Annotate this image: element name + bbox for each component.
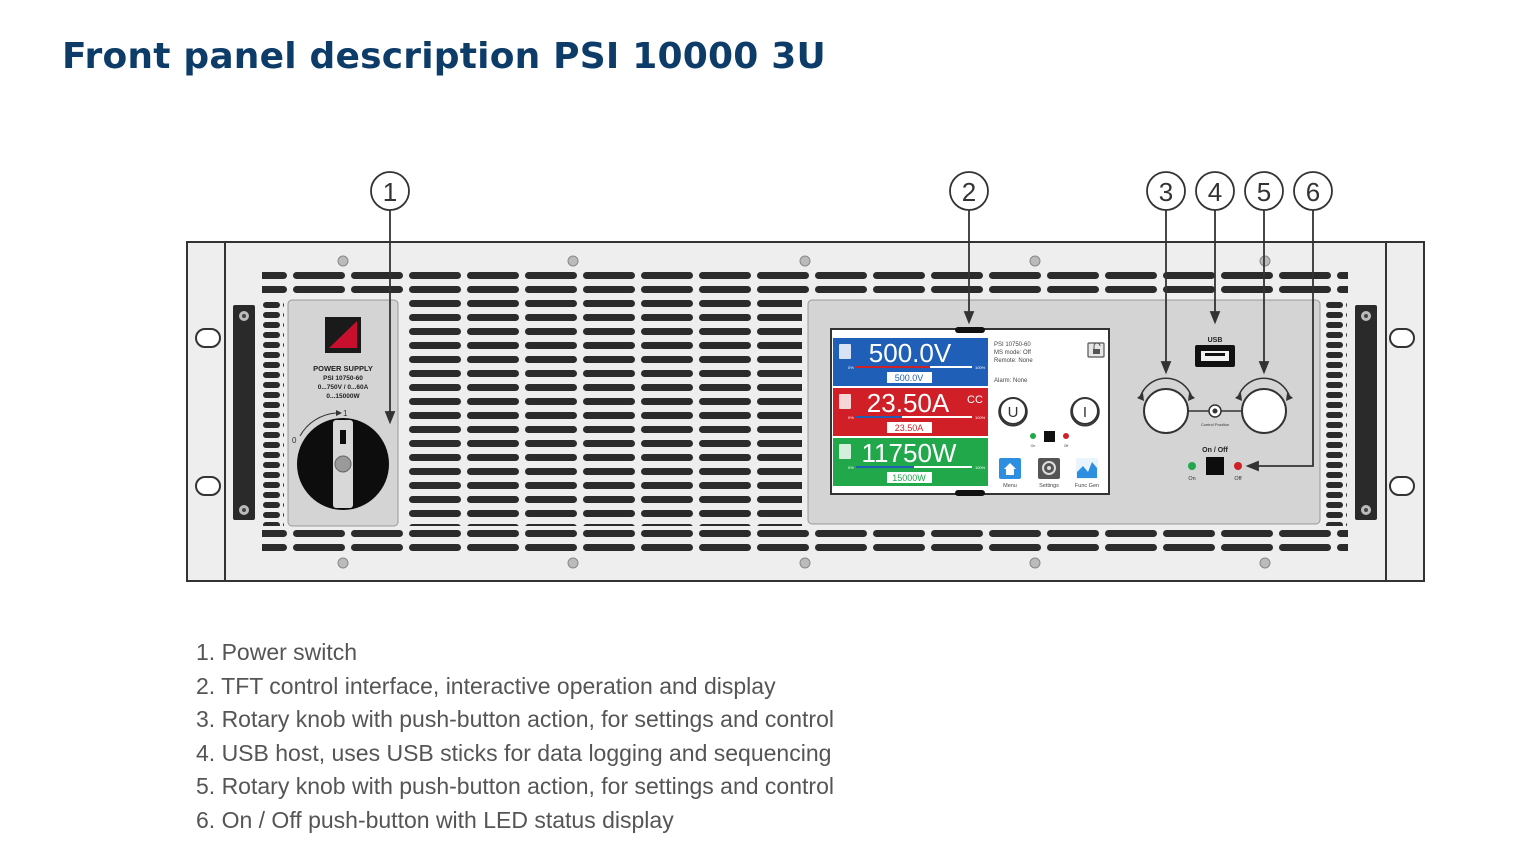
screws xyxy=(337,255,1271,569)
voltage-set: 500.0V xyxy=(895,373,924,383)
callout-1-label: 1 xyxy=(383,177,397,207)
callout-6-label: 6 xyxy=(1306,177,1320,207)
keypad-icon xyxy=(839,394,851,409)
callout-3: 3 xyxy=(1146,171,1186,211)
current-panel[interactable]: 23.50A CC 0% 100% 23.50A xyxy=(833,388,988,436)
rotary-knob-left[interactable] xyxy=(1137,377,1195,434)
info-ms-mode: MS mode: Off xyxy=(994,350,1031,356)
current-bar-min: 0% xyxy=(848,415,854,420)
vent-right xyxy=(1325,300,1347,526)
lock-icon[interactable] xyxy=(1087,342,1105,358)
display-led-on-label: On xyxy=(1031,444,1036,448)
legend-item: 2. TFT control interface, interactive op… xyxy=(196,672,776,699)
switch-off-mark: 0 xyxy=(292,436,297,445)
rack-handle-left xyxy=(233,305,255,520)
display-led-off xyxy=(1063,433,1069,439)
power-bar-min: 0% xyxy=(848,465,854,470)
callout-4-label: 4 xyxy=(1208,177,1222,207)
u-button-label: U xyxy=(1008,404,1019,421)
display-led-off-label: Off xyxy=(1064,444,1069,448)
led-off-label: Off xyxy=(1234,476,1242,482)
device-label-line-3: 0...750V / 0...60A xyxy=(318,384,369,391)
device-label-line-1: POWER SUPPLY xyxy=(313,364,373,373)
led-off xyxy=(1234,462,1242,470)
power-bar-max: 100% xyxy=(975,465,986,470)
mounting-slots xyxy=(195,328,1415,496)
usb-port[interactable] xyxy=(1195,345,1235,367)
usb-label: USB xyxy=(1208,337,1223,344)
callout-1: 1 xyxy=(370,171,410,211)
voltage-actual: 500.0V xyxy=(869,338,952,368)
u-button[interactable]: U xyxy=(998,397,1028,427)
vent-top xyxy=(262,270,1348,298)
current-bar-max: 100% xyxy=(975,415,986,420)
rotary-knob-right[interactable] xyxy=(1235,377,1293,434)
device-label-line-4: 0...15000W xyxy=(326,393,360,400)
func-gen-button[interactable]: Func Gen xyxy=(1075,458,1099,489)
callout-2: 2 xyxy=(949,171,989,211)
gear-icon xyxy=(1042,461,1056,475)
control-position-indicator xyxy=(1208,404,1222,418)
i-button[interactable]: I xyxy=(1070,397,1100,427)
legend-item: 4. USB host, uses USB sticks for data lo… xyxy=(196,739,832,766)
current-actual: 23.50A xyxy=(867,388,950,418)
callout-2-label: 2 xyxy=(962,177,976,207)
settings-label: Settings xyxy=(1039,483,1059,489)
func-gen-label: Func Gen xyxy=(1075,483,1099,489)
tft-display[interactable]: 500.0V 0% 100% 500.0V 23.50A CC 0% 100% … xyxy=(830,327,1110,496)
rack-handle-right xyxy=(1355,305,1377,520)
keypad-icon xyxy=(839,444,851,459)
led-on-label: On xyxy=(1188,476,1195,482)
power-switch[interactable] xyxy=(297,418,389,510)
power-panel[interactable]: 11750W 0% 100% 15000W xyxy=(833,438,988,486)
vent-left xyxy=(262,300,284,526)
vent-bottom xyxy=(262,528,1348,556)
settings-button[interactable]: Settings xyxy=(1038,458,1060,489)
info-alarm: Alarm: None xyxy=(994,378,1028,384)
voltage-panel[interactable]: 500.0V 0% 100% 500.0V xyxy=(833,338,988,386)
keypad-icon xyxy=(839,344,851,359)
voltage-bar-min: 0% xyxy=(848,365,854,370)
legend-list: 1. Power switch 2. TFT control interface… xyxy=(196,636,834,837)
menu-label: Menu xyxy=(1003,483,1017,489)
current-mode: CC xyxy=(967,394,983,406)
control-position-label: Control Position xyxy=(1201,422,1229,427)
display-onoff-button[interactable] xyxy=(1044,431,1055,442)
home-icon xyxy=(1004,463,1016,469)
current-set: 23.50A xyxy=(895,423,924,433)
callout-3-label: 3 xyxy=(1159,177,1173,207)
switch-on-mark: 1 xyxy=(343,409,348,418)
legend-item: 1. Power switch xyxy=(196,639,358,665)
chart-icon xyxy=(1077,462,1097,478)
power-set: 15000W xyxy=(892,473,926,483)
info-remote: Remote: None xyxy=(994,358,1033,364)
legend-item: 6. On / Off push-button with LED status … xyxy=(196,806,674,833)
callout-5-label: 5 xyxy=(1257,177,1271,207)
info-model: PSI 10750-60 xyxy=(994,342,1031,348)
legend-item: 3. Rotary knob with push-button action, … xyxy=(196,706,834,732)
led-on xyxy=(1188,462,1196,470)
legend-item: 5. Rotary knob with push-button action, … xyxy=(196,773,834,799)
display-led-on xyxy=(1030,433,1036,439)
device-label-line-2: PSI 10750-60 xyxy=(323,375,363,382)
voltage-bar-max: 100% xyxy=(975,365,986,370)
i-button-label: I xyxy=(1083,404,1087,421)
callout-5: 5 xyxy=(1244,171,1284,211)
callout-6: 6 xyxy=(1293,171,1333,211)
page-title: Front panel description PSI 10000 3U xyxy=(62,36,826,77)
onoff-label: On / Off xyxy=(1202,447,1228,454)
menu-button[interactable]: Menu xyxy=(999,458,1021,489)
callout-4: 4 xyxy=(1195,171,1235,211)
leader-lines xyxy=(384,210,1314,472)
vent-center xyxy=(404,300,802,526)
power-actual: 11750W xyxy=(862,438,957,468)
onoff-button[interactable] xyxy=(1206,457,1224,475)
